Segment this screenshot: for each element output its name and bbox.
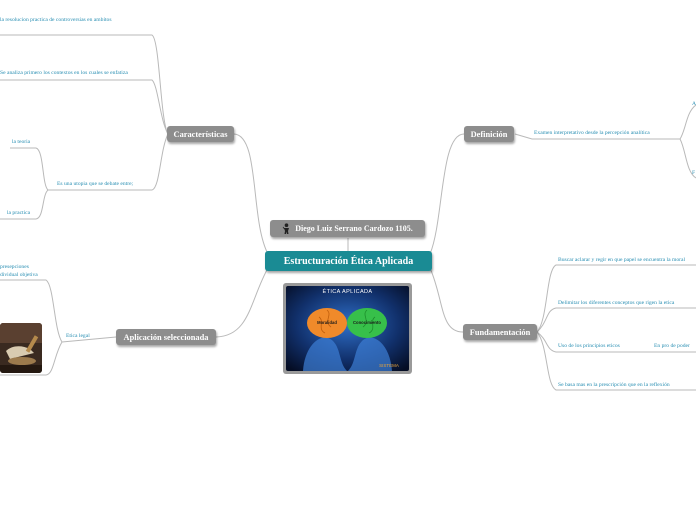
caracteristicas-item-2[interactable]: Se analiza primero los contextos en los … — [0, 70, 128, 77]
caracteristicas-sub-teoria[interactable]: la teoria — [12, 139, 30, 146]
topic-caracteristicas[interactable]: Características — [167, 126, 234, 142]
fundamentacion-item-4[interactable]: Se basa mas en la prescripción que en la… — [558, 382, 670, 389]
fundamentacion-item-1[interactable]: Buscar aclarar y regir en que papel se e… — [558, 257, 685, 264]
topic-definicion-label: Definición — [471, 130, 508, 139]
caracteristicas-item-3[interactable]: Es una utopia que se debate entre; — [57, 181, 133, 188]
caracteristicas-sub-practica[interactable]: la practica — [7, 210, 30, 217]
etica-aplicada-image: ÉTICA APLICADA Moralidad Conocimiento SI… — [283, 283, 412, 374]
central-topic[interactable]: Estructuración Ética Aplicada — [265, 251, 432, 271]
image-bottom-word: SISTEMA — [369, 363, 409, 368]
topic-aplicacion-label: Aplicación seleccionada — [124, 333, 209, 342]
fundamentacion-item-2[interactable]: Delimitar los diferentes conceptos que r… — [558, 300, 674, 307]
person-icon — [282, 223, 291, 234]
aplicacion-sub-1[interactable]: presepciones — [0, 264, 29, 271]
image-right-word: Conocimiento — [347, 320, 387, 325]
aplicacion-item-1[interactable]: Etica legal — [66, 333, 90, 340]
author-topic[interactable]: Diego Luiz Serrano Cardozo 1105. — [270, 220, 425, 237]
caracteristicas-item-1[interactable]: la resolucion practica de controversias … — [0, 17, 112, 24]
image-left-word: Moralidad — [307, 320, 347, 325]
topic-aplicacion[interactable]: Aplicación seleccionada — [116, 329, 216, 345]
fundamentacion-sub-1[interactable]: En pro de poder — [654, 343, 690, 350]
central-topic-label: Estructuración Ética Aplicada — [284, 256, 413, 267]
image-title: ÉTICA APLICADA — [283, 289, 412, 295]
fundamentacion-item-3[interactable]: Uso de los principios eticos — [558, 343, 620, 350]
topic-caracteristicas-label: Características — [174, 130, 228, 139]
definicion-sub-a[interactable]: A — [692, 101, 696, 108]
definicion-sub-f[interactable]: F — [692, 170, 695, 177]
definicion-item-1[interactable]: Examen interpretativo desde la percepció… — [534, 130, 650, 137]
author-label: Diego Luiz Serrano Cardozo 1105. — [295, 224, 413, 233]
topic-definicion[interactable]: Definición — [464, 126, 514, 142]
topic-fundamentacion-label: Fundamentación — [470, 328, 531, 337]
legal-ethics-image — [0, 323, 42, 373]
topic-fundamentacion[interactable]: Fundamentación — [463, 324, 537, 340]
aplicacion-sub-2[interactable]: dividual objetiva — [0, 272, 38, 279]
